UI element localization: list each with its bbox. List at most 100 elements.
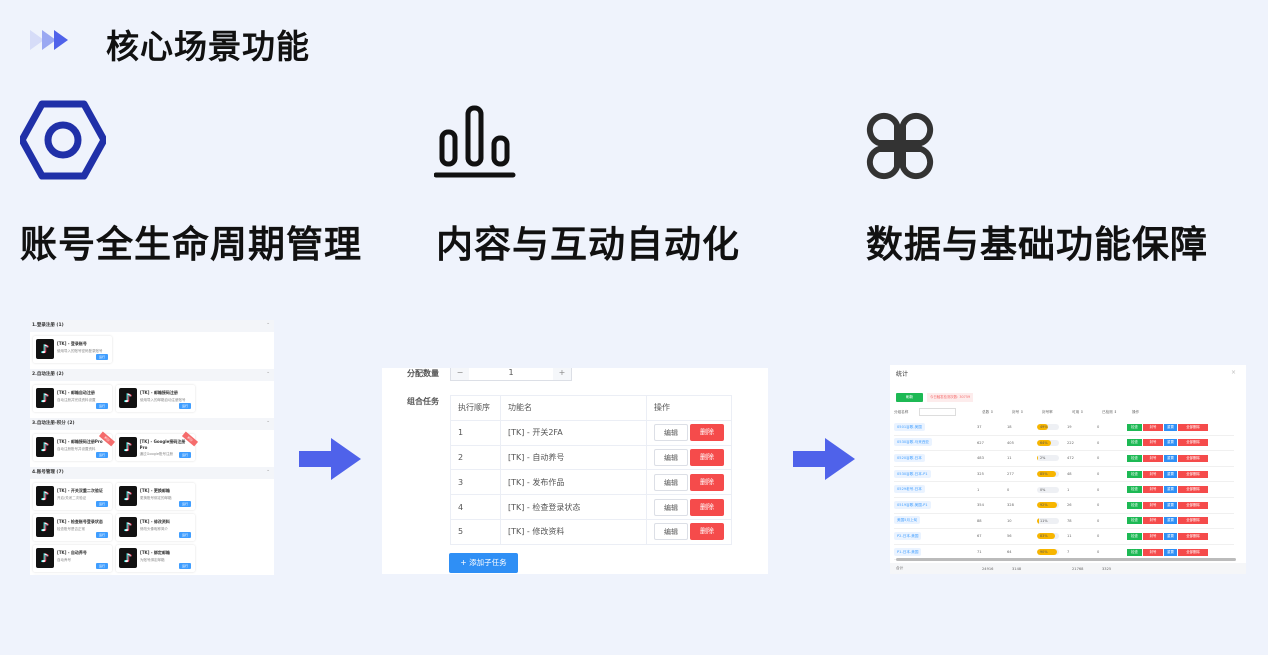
action-button[interactable]: 封号 [1143, 454, 1163, 462]
group-tag[interactable]: P1-日本-美国 [894, 547, 922, 556]
edit-button[interactable]: 编辑 [654, 473, 688, 491]
task-card[interactable]: ♪[TK] - 邮箱接码注册使用导入的邮箱自动注册账号运行 [116, 385, 195, 412]
action-button[interactable]: 重置 [1164, 439, 1177, 447]
section-header[interactable]: 3.自动注册-积分 (2) [30, 416, 274, 430]
action-button[interactable]: 检查 [1127, 501, 1142, 509]
group-tag[interactable]: 0530谷歌-日本-P1 [894, 469, 931, 478]
action-button[interactable]: 封号 [1143, 501, 1163, 509]
delete-button[interactable]: 删除 [690, 498, 724, 516]
action-button[interactable]: 重置 [1164, 548, 1177, 556]
action-button[interactable]: 重置 [1164, 486, 1177, 494]
action-button[interactable]: 全部删除 [1178, 439, 1208, 447]
col-available[interactable]: 可用 ⇕ [1072, 409, 1084, 414]
edit-button[interactable]: 编辑 [654, 523, 688, 541]
col-banned[interactable]: 封号 ⇕ [1012, 409, 1024, 414]
section-header[interactable]: 2.自动注册 (2) [30, 367, 274, 381]
card-title: [TK] - 邮箱自动注册 [57, 390, 95, 395]
run-button[interactable]: 运行 [95, 452, 108, 458]
refresh-button[interactable]: 刷新 [896, 393, 923, 402]
run-button[interactable]: 运行 [95, 501, 108, 507]
run-button[interactable]: 运行 [95, 532, 108, 538]
section-header[interactable]: 1.登录注册 (1) [30, 320, 274, 332]
action-button[interactable]: 封号 [1143, 548, 1163, 556]
group-tag[interactable]: 0519谷歌-美国-P1 [894, 500, 931, 509]
checked-cell: 0 [1097, 534, 1100, 539]
checked-cell: 0 [1097, 440, 1100, 445]
run-button[interactable]: 运行 [178, 563, 191, 569]
section-header[interactable]: 4.账号管理 (7) [30, 465, 274, 479]
minus-button[interactable]: − [451, 368, 469, 380]
task-card[interactable]: ♪[TK] - 登录账号使用导入的账号密码登录账号运行 [33, 336, 112, 363]
edit-button[interactable]: 编辑 [654, 448, 688, 466]
total-cell: 88 [977, 518, 982, 523]
group-tag[interactable]: 0529老号-日本 [894, 485, 925, 494]
group-tag[interactable]: 美国5月上旬 [894, 516, 921, 525]
close-icon[interactable]: × [1230, 369, 1236, 376]
group-tag[interactable]: 0520谷歌-日本 [894, 453, 925, 462]
delete-button[interactable]: 删除 [690, 424, 724, 442]
action-button[interactable]: 重置 [1164, 470, 1177, 478]
action-button[interactable]: 全部删除 [1178, 532, 1208, 540]
action-button[interactable]: 检查 [1127, 517, 1142, 525]
task-card[interactable]: ♪[TK] - 开关双重二次验证开启/关闭二次验证运行 [33, 483, 112, 510]
task-card[interactable]: ♪[TK] - 检查账号登录状态检查账号是否正常运行 [33, 514, 112, 541]
task-card[interactable]: ♪[TK] - 自动养号自动养号运行 [33, 545, 112, 572]
action-button[interactable]: 封号 [1143, 517, 1163, 525]
action-button[interactable]: 全部删除 [1178, 517, 1208, 525]
quantity-stepper[interactable]: − 1 + [450, 368, 572, 381]
task-card[interactable]: ♪[TK] - 更换邮箱更换账号绑定的邮箱运行 [116, 483, 195, 510]
group-tag[interactable]: 0501谷歌-美国 [894, 422, 925, 431]
delete-button[interactable]: 删除 [690, 523, 724, 541]
qty-value[interactable]: 1 [508, 368, 514, 377]
delete-button[interactable]: 删除 [690, 473, 724, 491]
run-button[interactable]: 运行 [178, 501, 191, 507]
action-button[interactable]: 重置 [1164, 423, 1177, 431]
col-checked[interactable]: 已检测 ⇕ [1102, 409, 1117, 414]
col-total[interactable]: 总数 ⇕ [982, 409, 994, 414]
horizontal-scrollbar[interactable] [896, 558, 1236, 561]
action-button[interactable]: 全部删除 [1178, 486, 1208, 494]
action-button[interactable]: 全部删除 [1178, 470, 1208, 478]
edit-button[interactable]: 编辑 [654, 498, 688, 516]
action-button[interactable]: 封号 [1143, 423, 1163, 431]
action-button[interactable]: 检查 [1127, 470, 1142, 478]
run-button[interactable]: 运行 [95, 403, 108, 409]
group-filter-input[interactable] [919, 408, 956, 416]
group-tag[interactable]: 0530谷歌-马来西亚 [894, 438, 933, 447]
run-button[interactable]: 运行 [178, 452, 191, 458]
action-button[interactable]: 封号 [1143, 532, 1163, 540]
action-button[interactable]: 检查 [1127, 548, 1142, 556]
action-button[interactable]: 封号 [1143, 486, 1163, 494]
add-subtask-button[interactable]: + 添加子任务 [449, 553, 518, 573]
action-button[interactable]: 全部删除 [1178, 501, 1208, 509]
plus-button[interactable]: + [553, 368, 571, 380]
task-card[interactable]: ♪[TK] - 邮箱自动注册自动注册并完成资料设置运行 [33, 385, 112, 412]
action-button[interactable]: 封号 [1143, 470, 1163, 478]
group-tag[interactable]: P2-日本-美国 [894, 531, 922, 540]
task-card[interactable]: ♪[TK] - 修改资料修改头像昵称简介运行 [116, 514, 195, 541]
action-button[interactable]: 重置 [1164, 517, 1177, 525]
action-button[interactable]: 封号 [1143, 439, 1163, 447]
action-button[interactable]: 检查 [1127, 423, 1142, 431]
action-button[interactable]: 检查 [1127, 439, 1142, 447]
footer-available: 21768 [1072, 566, 1084, 571]
action-button[interactable]: 检查 [1127, 454, 1142, 462]
action-button[interactable]: 重置 [1164, 532, 1177, 540]
action-button[interactable]: 检查 [1127, 486, 1142, 494]
action-button[interactable]: 全部删除 [1178, 548, 1208, 556]
run-button[interactable]: 运行 [95, 563, 108, 569]
action-button[interactable]: 重置 [1164, 454, 1177, 462]
task-card[interactable]: ♪[TK] - 绑定邮箱为账号绑定邮箱运行 [116, 545, 195, 572]
run-button[interactable]: 运行 [95, 354, 108, 360]
run-button[interactable]: 运行 [178, 403, 191, 409]
edit-button[interactable]: 编辑 [654, 424, 688, 442]
action-button[interactable]: 全部删除 [1178, 423, 1208, 431]
action-button[interactable]: 重置 [1164, 501, 1177, 509]
run-button[interactable]: 运行 [178, 532, 191, 538]
delete-button[interactable]: 删除 [690, 448, 724, 466]
action-button[interactable]: 全部删除 [1178, 454, 1208, 462]
action-button[interactable]: 检查 [1127, 532, 1142, 540]
